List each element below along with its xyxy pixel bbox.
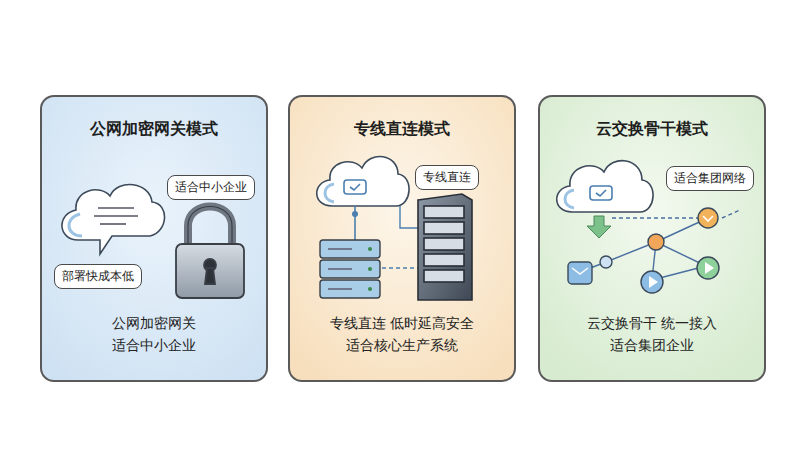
mode-panel: 云交换骨干模式云交换骨干 统一接入 适合集团企业 适合集团网络: [538, 95, 766, 382]
speech-bubble: 部署快成本低: [54, 264, 142, 289]
mode-panel: 公网加密网关模式公网加密网关 适合中小企业 适合中小企业部署快成本低: [40, 95, 268, 382]
server-stack: [320, 240, 380, 298]
network-nodes: [568, 208, 719, 293]
panel-caption: 云交换骨干 统一接入 适合集团企业: [572, 312, 732, 357]
cloud-icon: [317, 157, 409, 206]
speech-bubble: 专线直连: [415, 165, 479, 190]
panel-caption: 专线直连 低时延高安全 适合核心生产系统: [322, 312, 482, 357]
link-dot: [352, 211, 358, 217]
panel-ground: [289, 96, 515, 381]
down-arrow: [587, 216, 611, 238]
cloud-icon: [557, 161, 653, 212]
bubble-text: 适合中小企业: [175, 179, 247, 196]
bubble-text: 适合集团网络: [674, 170, 746, 187]
panel-ground: [41, 96, 267, 381]
panel-title: 云交换骨干模式: [540, 119, 764, 140]
bubble-text: 部署快成本低: [62, 268, 134, 285]
speech-bubble: 适合中小企业: [167, 175, 255, 200]
speech-bubble: 适合集团网络: [666, 166, 754, 191]
panel-title: 公网加密网关模式: [42, 119, 266, 140]
server-rack: [418, 194, 472, 300]
link-line: [382, 267, 420, 268]
mode-panel: 专线直连模式专线直连 低时延高安全 适合核心生产系统 专线直连: [288, 95, 516, 382]
cloud-icon: [62, 185, 165, 254]
panel-title: 专线直连模式: [290, 119, 514, 140]
bubble-text: 专线直连: [423, 169, 471, 186]
lock-icon: [176, 207, 244, 299]
panel-caption: 公网加密网关 适合中小企业: [79, 312, 229, 357]
panel-ground: [539, 96, 765, 381]
link-line: [400, 206, 420, 228]
